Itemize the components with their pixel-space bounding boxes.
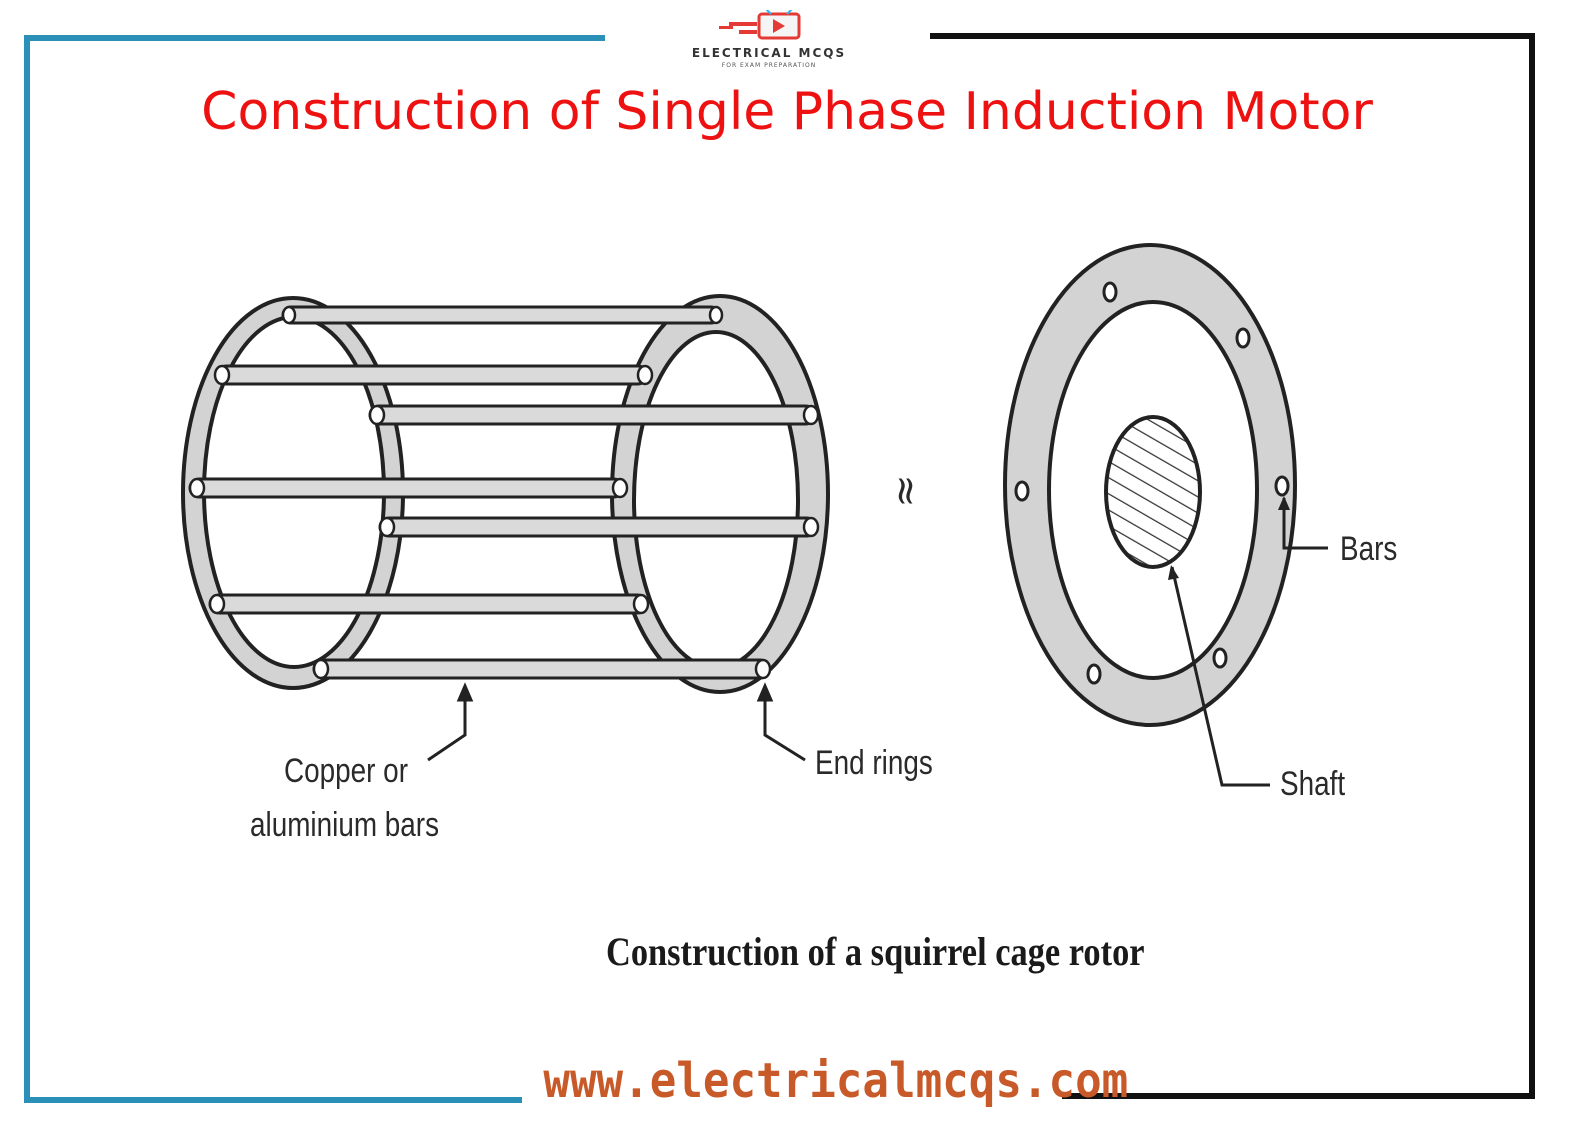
label-shaft: Shaft bbox=[1280, 765, 1346, 803]
rotor-bar bbox=[368, 404, 817, 426]
website-url: www.electricalmcqs.com bbox=[543, 1048, 1128, 1114]
rotor-bar bbox=[378, 516, 818, 538]
rotor-bar bbox=[281, 305, 721, 325]
rotor-end-view bbox=[1003, 243, 1328, 787]
approx-symbol: ≈ bbox=[881, 474, 928, 508]
label-copper-bars-line1: Copper or bbox=[284, 752, 408, 790]
rotor-bar bbox=[208, 593, 649, 615]
leader-lines-left bbox=[427, 682, 806, 762]
end-ring-right bbox=[610, 294, 830, 694]
logo-tagline: FOR EXAM PREPARATION bbox=[721, 62, 817, 69]
rotor-bar bbox=[215, 364, 649, 386]
brand-logo: ELECTRICAL MCQS FOR EXAM PREPARATION bbox=[610, 10, 928, 70]
page-title: Construction of Single Phase Induction M… bbox=[201, 82, 1373, 142]
diagram-caption: Construction of a squirrel cage rotor bbox=[606, 929, 1145, 974]
shaft bbox=[1104, 415, 1202, 569]
label-end-rings: End rings bbox=[815, 744, 933, 782]
rotor-bar bbox=[188, 477, 625, 499]
tv-logo-icon bbox=[719, 10, 801, 40]
rotor-bar bbox=[312, 658, 771, 680]
label-copper-bars-line2: aluminium bars bbox=[250, 806, 440, 844]
label-bars: Bars bbox=[1340, 530, 1398, 568]
logo-brand-text: ELECTRICAL MCQS bbox=[691, 46, 847, 60]
end-view-bar-holes bbox=[1014, 281, 1290, 685]
